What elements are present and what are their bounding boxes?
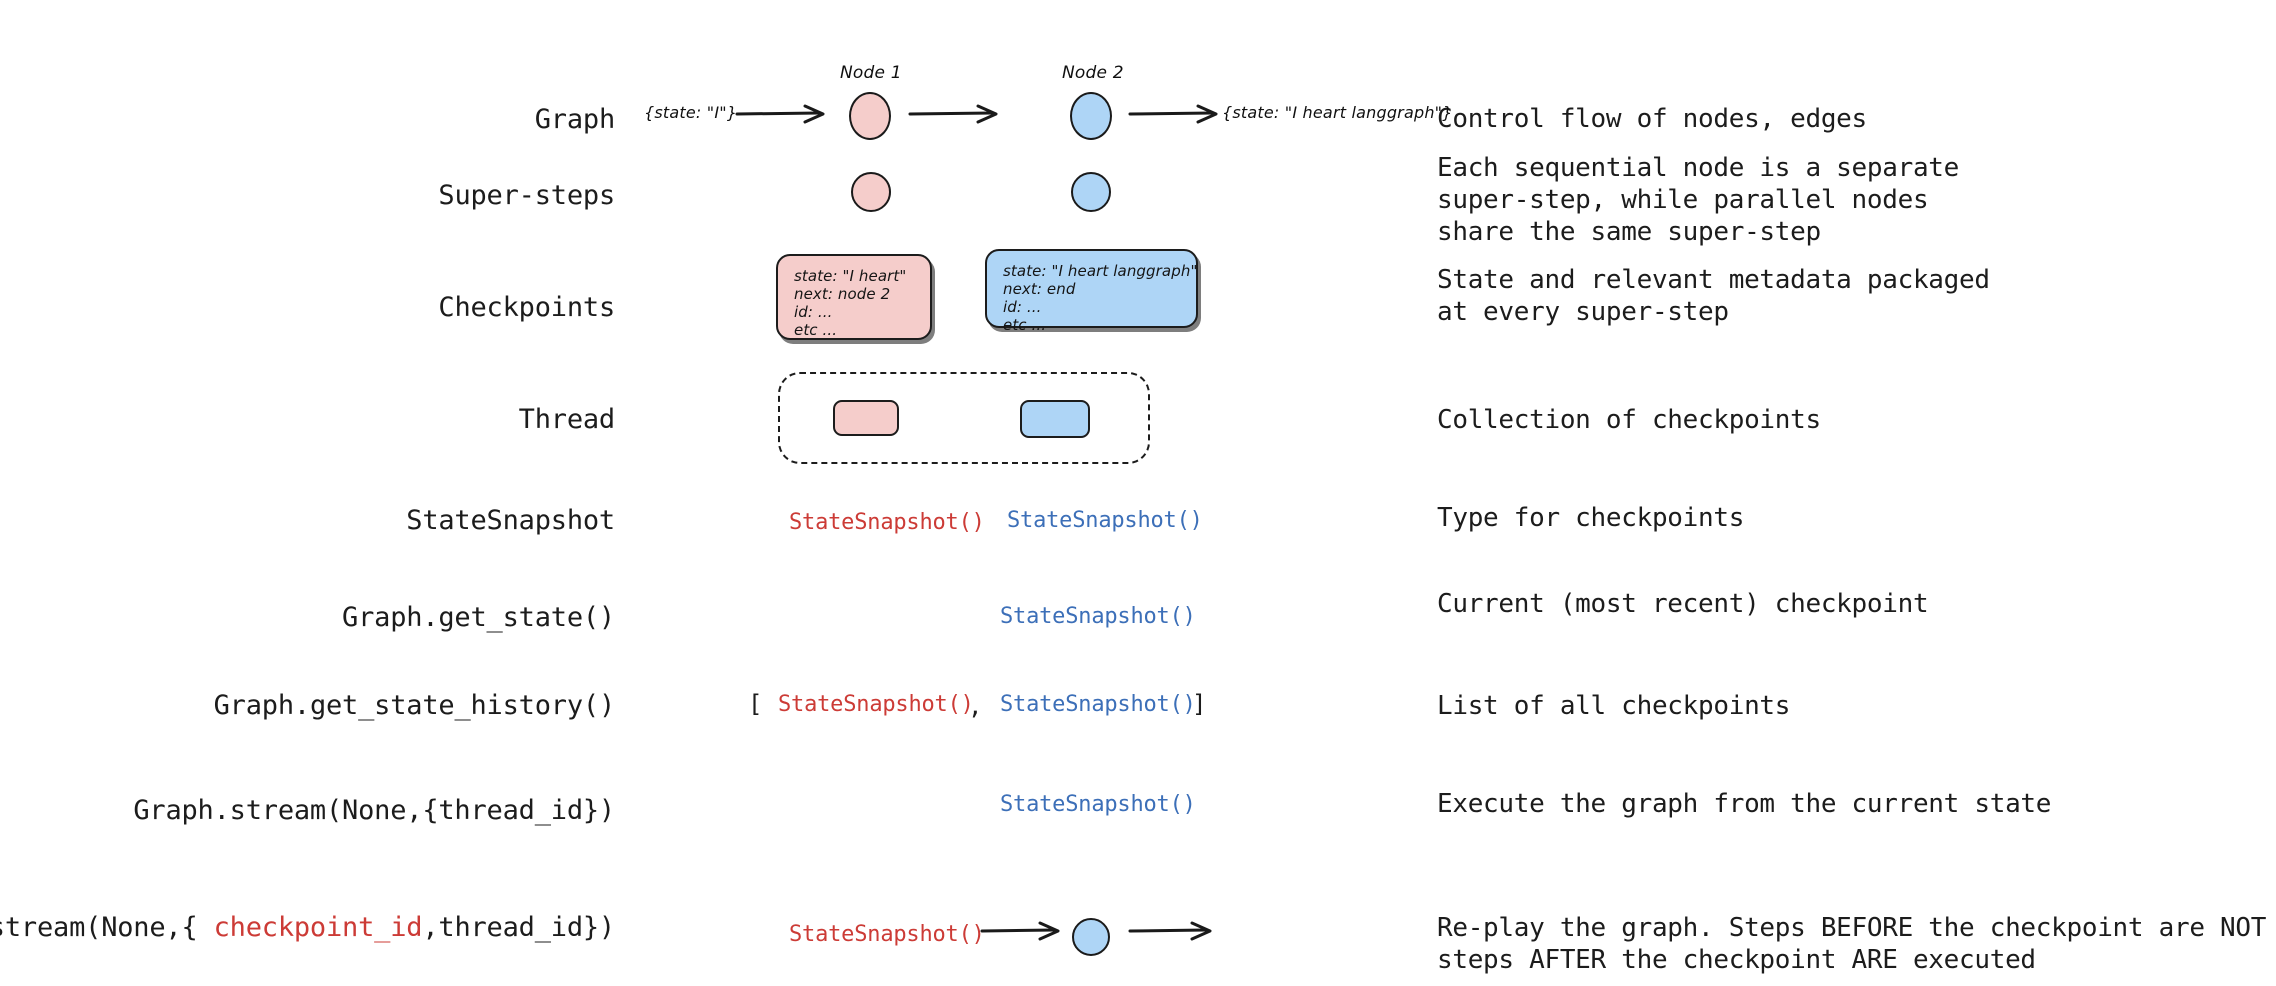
checkpoint-2-state: state: "I heart langgraph" xyxy=(1003,262,1198,280)
history-snapshot-1: StateSnapshot() xyxy=(778,692,974,717)
description-statesnapshot: Type for checkpoints xyxy=(1437,503,1745,533)
statesnapshot-token-blue: StateSnapshot() xyxy=(1007,508,1203,533)
row-label-statesnapshot: StateSnapshot xyxy=(406,505,615,536)
list-bracket-close: ] xyxy=(1192,690,1207,718)
replay-source-snapshot: StateSnapshot() xyxy=(789,922,985,947)
list-comma: , xyxy=(968,692,983,720)
description-get-state: Current (most recent) checkpoint xyxy=(1437,589,1929,619)
replay-arrow-2 xyxy=(1128,920,1223,942)
description-stream-thread: Execute the graph from the current state xyxy=(1437,789,2052,819)
list-bracket-open: [ xyxy=(748,690,763,718)
checkpoint-card-2: state: "I heart langgraph" next: end id:… xyxy=(985,249,1198,334)
checkpoint-1-state: state: "I heart" xyxy=(794,267,907,285)
statesnapshot-token-pink: StateSnapshot() xyxy=(789,510,985,535)
checkpoint-id-token: checkpoint_id xyxy=(213,912,423,943)
thread-checkpoint-2 xyxy=(1020,400,1090,438)
stream-suffix-text: ,thread_id}) xyxy=(422,912,615,943)
thread-checkpoint-1 xyxy=(833,400,899,436)
row-label-stream-thread: Graph.stream(None,{thread_id}) xyxy=(133,795,615,826)
super-step-node-2 xyxy=(1071,172,1111,212)
edge-arrow-1 xyxy=(735,103,835,125)
checkpoint-1-etc: etc ... xyxy=(794,321,838,339)
row-label-graph: Graph xyxy=(534,104,615,135)
thread-container xyxy=(778,372,1150,464)
input-state-label: {state: "I"} xyxy=(644,103,738,122)
checkpoint-card-1: state: "I heart" next: node 2 id: ... et… xyxy=(776,254,932,340)
output-state-label: {state: "I heart langgraph"} xyxy=(1222,103,1453,122)
checkpoint-2-etc: etc ... xyxy=(1003,316,1047,334)
checkpoint-2-id: id: ... xyxy=(1003,298,1042,316)
node-1-label: Node 1 xyxy=(840,63,902,83)
history-snapshot-2: StateSnapshot() xyxy=(1000,692,1196,717)
edge-arrow-2 xyxy=(908,103,1008,125)
replay-node xyxy=(1072,918,1110,956)
checkpoint-1-next: next: node 2 xyxy=(794,285,891,303)
graph-node-2 xyxy=(1070,92,1112,140)
stream-prefix-text: Graph.stream(None,{ xyxy=(0,912,198,943)
checkpoint-2-next: next: end xyxy=(1003,280,1076,298)
description-checkpoints: State and relevant metadata packaged at … xyxy=(1437,265,1990,327)
description-get-state-history: List of all checkpoints xyxy=(1437,691,1791,721)
row-label-super-steps: Super-steps xyxy=(438,180,615,211)
node-2-label: Node 2 xyxy=(1062,63,1124,83)
description-graph: Control flow of nodes, edges xyxy=(1437,104,1867,134)
row-label-checkpoints: Checkpoints xyxy=(438,292,615,323)
row-label-get-state-history: Graph.get_state_history() xyxy=(213,690,616,721)
edge-arrow-3 xyxy=(1128,103,1228,125)
stream-result-snapshot: StateSnapshot() xyxy=(1000,792,1196,817)
graph-node-1 xyxy=(849,92,891,140)
get-state-result-snapshot: StateSnapshot() xyxy=(1000,604,1196,629)
row-label-thread: Thread xyxy=(518,404,616,435)
super-step-node-1 xyxy=(851,172,891,212)
row-label-get-state: Graph.get_state() xyxy=(342,602,615,633)
description-super-steps: Each sequential node is a separate super… xyxy=(1437,153,1960,247)
description-stream-checkpoint: Re-play the graph. Steps BEFORE the chec… xyxy=(1437,913,2267,975)
description-thread: Collection of checkpoints xyxy=(1437,405,1821,435)
checkpoint-1-id: id: ... xyxy=(794,303,833,321)
replay-arrow-1 xyxy=(980,920,1070,942)
row-label-stream-checkpoint: Graph.stream(None,{ checkpoint_id,thread… xyxy=(0,912,615,943)
